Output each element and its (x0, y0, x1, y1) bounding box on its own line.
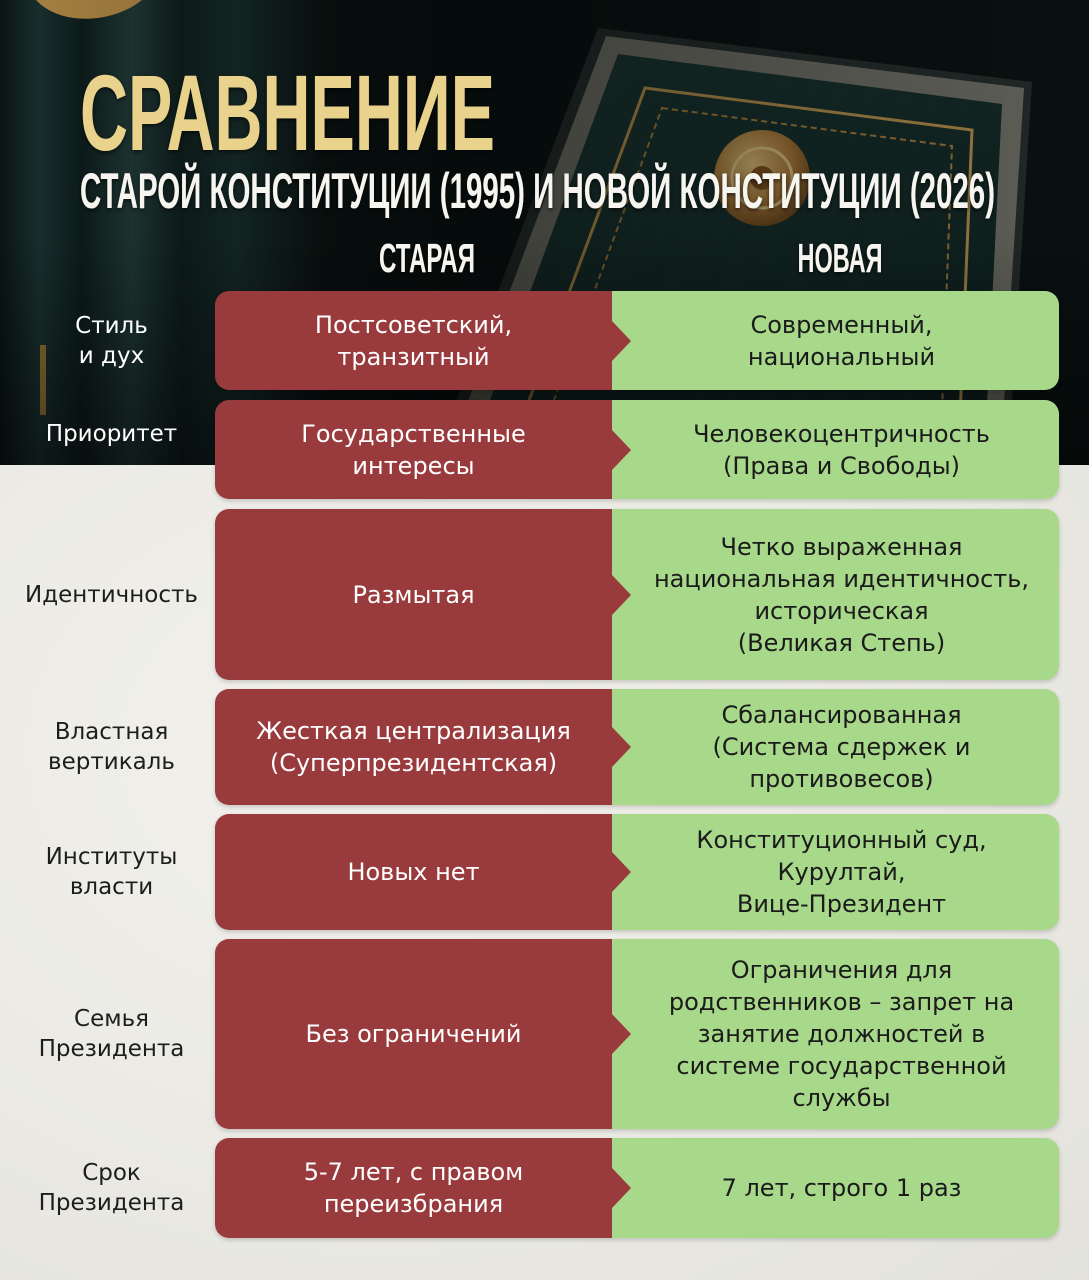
row-president-term: Срок Президента 5-7 лет, с правом переиз… (0, 1138, 1089, 1238)
row-label-text: Семья Президента (38, 1006, 185, 1062)
row-label: Срок Президента (0, 1138, 223, 1238)
row-box: Без ограничений Ограничения для родствен… (215, 939, 1059, 1129)
arrow-notch (612, 429, 631, 470)
row-box: 5-7 лет, с правом переизбрания 7 лет, ст… (215, 1138, 1059, 1238)
row-box: Государственные интересы Человекоцентрич… (215, 400, 1059, 499)
row-label: Семья Президента (0, 939, 223, 1129)
row-label: Институты власти (0, 814, 223, 930)
page-subtitle: СТАРОЙ КОНСТИТУЦИИ (1995) И НОВОЙ КОНСТИ… (80, 162, 995, 219)
row-label-text: Стиль и дух (75, 312, 148, 369)
row-priority: Приоритет Государственные интересы Челов… (0, 400, 1089, 499)
row-label: Властная вертикаль (0, 689, 223, 805)
row-box: Новых нет Конституционный суд, Курултай,… (215, 814, 1059, 930)
arrow-notch (612, 574, 631, 615)
new-constitution-cell: Четко выраженная национальная идентичнос… (612, 509, 1059, 680)
row-label-text: Приоритет (45, 420, 178, 447)
new-constitution-cell: Ограничения для родственников – запрет н… (612, 939, 1059, 1129)
row-box: Размытая Четко выраженная национальная и… (215, 509, 1059, 680)
arrow-notch (612, 320, 631, 361)
heading-block: СРАВНЕНИЕ СТАРОЙ КОНСТИТУЦИИ (1995) И НО… (80, 52, 995, 281)
row-label: Приоритет (0, 400, 223, 499)
row-label: Идентичность (0, 509, 223, 680)
new-constitution-cell: 7 лет, строго 1 раз (612, 1138, 1059, 1238)
old-constitution-cell: Государственные интересы (215, 400, 612, 499)
row-box: Жесткая централизация (Суперпрезидентска… (215, 689, 1059, 805)
old-constitution-cell: Без ограничений (215, 939, 612, 1129)
row-label-text: Институты власти (45, 844, 178, 900)
row-institutions: Институты власти Новых нет Конституционн… (0, 814, 1089, 930)
row-label-text: Срок Президента (38, 1160, 185, 1216)
arrow-notch (612, 1168, 631, 1208)
old-constitution-cell: Постсоветский, транзитный (215, 291, 612, 390)
arrow-notch (612, 727, 631, 767)
old-constitution-cell: Размытая (215, 509, 612, 680)
column-header-old: СТАРАЯ (379, 235, 475, 281)
new-constitution-cell: Современный, национальный (612, 291, 1059, 390)
row-box: Постсоветский, транзитный Современный, н… (215, 291, 1059, 390)
old-constitution-cell: Жесткая централизация (Суперпрезидентска… (215, 689, 612, 805)
new-constitution-cell: Конституционный суд, Курултай, Вице-През… (612, 814, 1059, 930)
column-header-new: НОВАЯ (798, 235, 883, 281)
row-label: Стиль и дух (0, 291, 223, 390)
new-constitution-cell: Человекоцентричность (Права и Свободы) (612, 400, 1059, 499)
arrow-notch (612, 1014, 631, 1054)
page-title: СРАВНЕНИЕ (80, 52, 495, 173)
row-label-text: Властная вертикаль (48, 719, 175, 775)
row-identity: Идентичность Размытая Четко выраженная н… (0, 509, 1089, 680)
row-style-spirit: Стиль и дух Постсоветский, транзитный Со… (0, 291, 1089, 390)
old-constitution-cell: 5-7 лет, с правом переизбрания (215, 1138, 612, 1238)
row-label-text: Идентичность (25, 581, 198, 608)
row-president-family: Семья Президента Без ограничений Огранич… (0, 939, 1089, 1129)
row-power-vertical: Властная вертикаль Жесткая централизация… (0, 689, 1089, 805)
old-constitution-cell: Новых нет (215, 814, 612, 930)
arrow-notch (612, 852, 631, 892)
new-constitution-cell: Сбалансированная (Система сдержек и прот… (612, 689, 1059, 805)
